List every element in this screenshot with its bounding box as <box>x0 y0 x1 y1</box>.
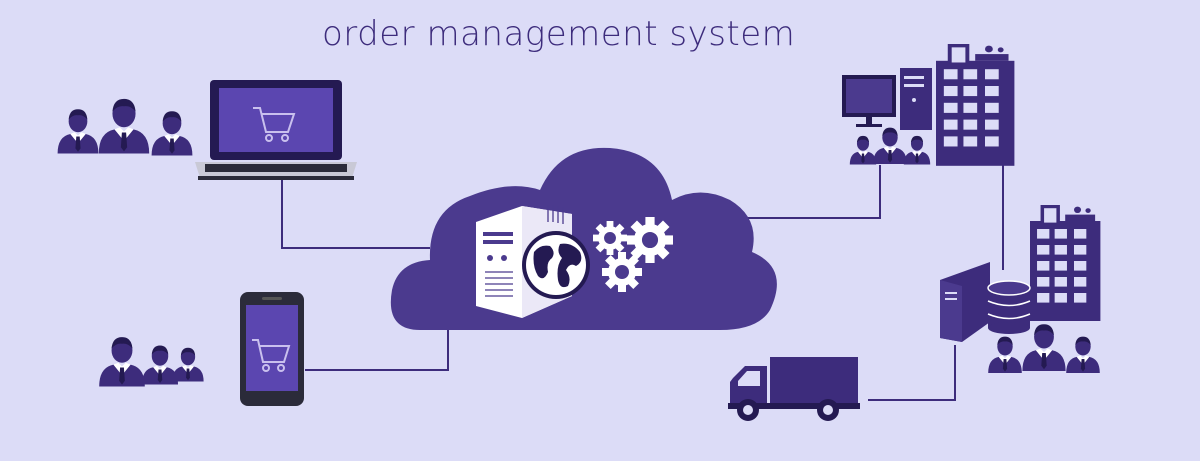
server-tower-icon-warehouse <box>940 262 990 342</box>
laptop-cart-icon <box>195 80 357 180</box>
diagram-title: order management system <box>322 14 796 54</box>
users-group-icon-office <box>849 127 931 165</box>
users-group-icon-laptop <box>57 98 193 156</box>
users-group-icon-phone <box>99 337 204 387</box>
delivery-truck-icon <box>728 357 860 421</box>
database-icon <box>987 280 1031 334</box>
cloud-server-icon <box>390 147 777 330</box>
office-building-icon <box>936 44 1015 166</box>
smartphone-cart-icon <box>240 292 304 406</box>
desktop-computer-icon <box>842 68 932 130</box>
office-building-icon-warehouse <box>1030 205 1101 321</box>
connector-lines <box>281 165 1004 401</box>
globe-icon <box>522 231 590 299</box>
